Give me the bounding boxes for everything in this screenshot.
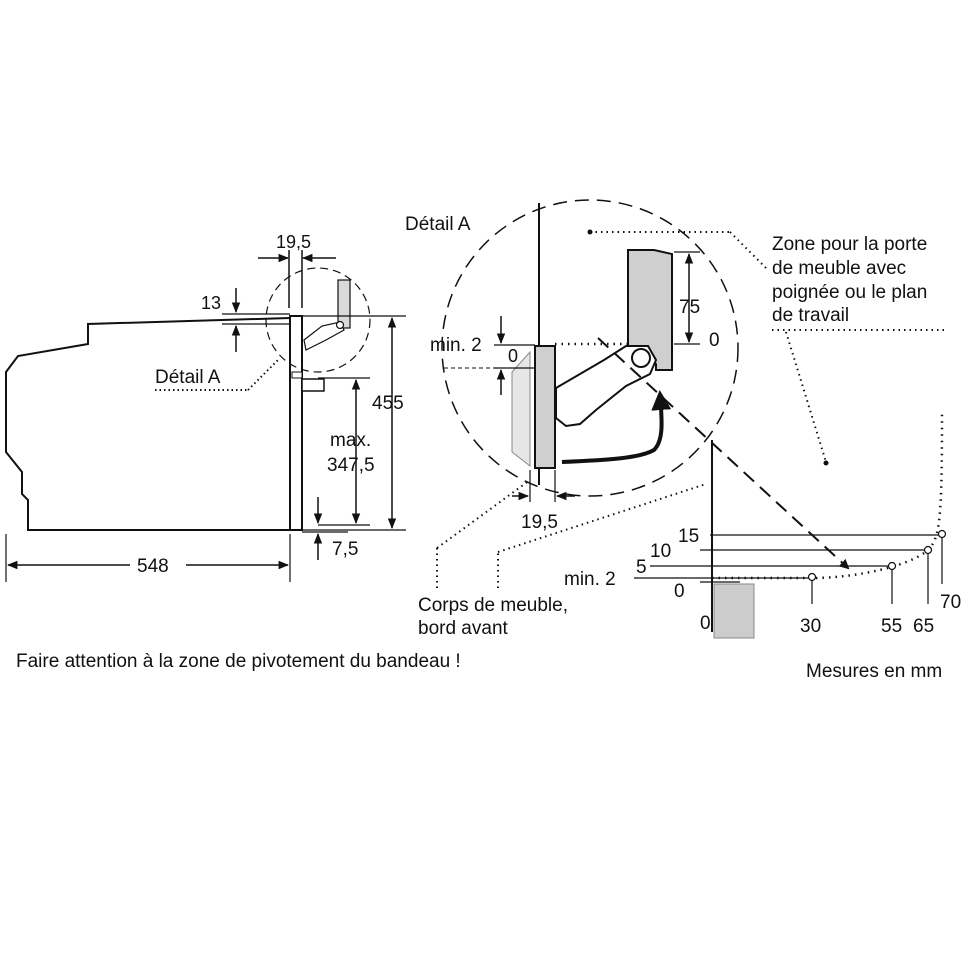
graph-x-label-55: 55 (881, 616, 902, 637)
zone-label-line-4: de travail (772, 305, 849, 326)
detail-a-enlarged: Détail A min. 2 0 75 0 (405, 199, 850, 570)
graph-x-label-65: 65 (913, 616, 934, 637)
detail-a-label-main: Détail A (155, 367, 221, 388)
hinge-pivot (631, 348, 651, 368)
cabinet-label-line-2: bord avant (418, 618, 509, 639)
oven-handle (301, 378, 325, 392)
swing-arrow (561, 390, 672, 464)
dim-min2-detail: min. 2 (430, 335, 482, 356)
zone-label-line-2: de meuble avec (772, 258, 906, 279)
dim-0-right: 0 (709, 330, 720, 351)
graph-x-label-70: 70 (940, 592, 961, 613)
oven-trim (291, 371, 303, 379)
graph-cabinet-block (713, 583, 755, 639)
warning-text: Faire attention à la zone de pivotement … (16, 651, 461, 672)
cabinet-body (511, 350, 531, 468)
dim-max: max. (330, 430, 371, 451)
graph-x-label-0: 0 (700, 613, 711, 634)
dim-19-5-detail: 19,5 (521, 512, 558, 533)
graph-y-label-0: 0 (674, 581, 685, 602)
graph-y-label-min2: min. 2 (564, 569, 616, 590)
detail-a-circle-small (265, 267, 371, 373)
detail-a-circle-large (441, 199, 739, 497)
dim-75: 75 (679, 297, 700, 318)
dim-19-5-main: 19,5 (276, 232, 311, 252)
dim-347-5: 347,5 (327, 455, 375, 476)
graph-swing-curve (712, 411, 944, 580)
dim-13: 13 (201, 293, 221, 313)
zone-label-group: Zone pour la porte de meuble avec poigné… (587, 229, 944, 466)
cabinet-label-group: Corps de meuble, bord avant (418, 479, 707, 639)
detail-a-title: Détail A (405, 214, 471, 235)
dim-548: 548 (137, 556, 169, 577)
dim-0-detail: 0 (508, 346, 518, 366)
zone-label-line-1: Zone pour la porte (772, 234, 927, 255)
swing-path-diagonal (597, 337, 850, 570)
hinge-arm (555, 345, 658, 428)
oven-side-view: 19,5 13 Détail A 455 max. 347,5 (5, 232, 406, 582)
oven-body-outline (5, 317, 291, 531)
graph-y-label-10: 10 (650, 541, 671, 562)
graph-y-label-15: 15 (678, 526, 699, 547)
swing-zone-graph: 15 10 5 min. 2 0 0 30 55 65 70 (564, 411, 961, 639)
graph-y-label-5: 5 (636, 557, 647, 578)
zone-label-line-3: poignée ou le plan (772, 282, 927, 303)
graph-x-label-30: 30 (800, 616, 821, 637)
units-label: Mesures en mm (806, 661, 942, 682)
dim-7-5: 7,5 (332, 539, 358, 560)
cabinet-label-line-1: Corps de meuble, (418, 595, 568, 616)
oven-front-panel (289, 315, 303, 531)
front-panel-detail (534, 345, 556, 469)
dim-455: 455 (372, 393, 404, 414)
